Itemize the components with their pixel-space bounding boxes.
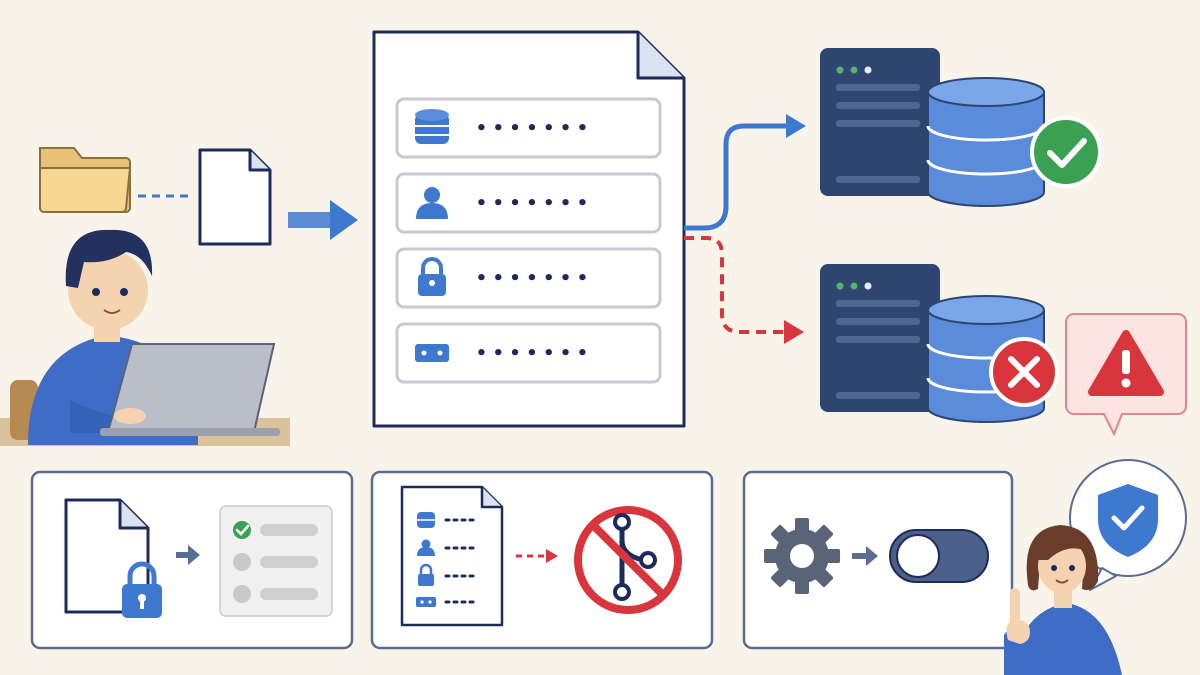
config-field-database: ••••••• — [395, 97, 662, 159]
server-success — [820, 48, 940, 196]
masked-value: ••••••• — [476, 118, 594, 139]
lock-icon — [418, 257, 446, 296]
masked-value: ••••••• — [476, 343, 594, 364]
tip-panel-restrict-permissions — [30, 470, 354, 650]
key-card-icon — [415, 344, 449, 362]
shield-speech-bubble — [1069, 459, 1187, 591]
masked-value: ••••••• — [476, 193, 594, 214]
warning-icon — [1088, 330, 1164, 396]
dashed-arrow-icon — [516, 549, 558, 563]
tip-panel-settings-toggle — [742, 470, 1014, 650]
warning-alert — [1065, 313, 1187, 437]
database-icon — [415, 109, 449, 144]
gear-icon — [764, 518, 840, 594]
arrow-icon — [852, 546, 878, 566]
woman-presenting-shield — [1004, 459, 1187, 675]
user-icon — [416, 187, 448, 219]
config-field-password: ••••••• — [395, 247, 662, 309]
config-field-user: ••••••• — [395, 172, 662, 234]
document-icon — [198, 148, 272, 246]
no-git-icon — [574, 506, 682, 614]
tip-panel-exclude-version-control — [370, 470, 714, 650]
server-failure — [820, 264, 940, 412]
toggle-icon — [889, 529, 989, 583]
config-document-icon — [400, 485, 504, 627]
success-path — [684, 114, 806, 231]
checklist-icon — [219, 505, 333, 617]
arrow-to-config — [288, 200, 358, 240]
x-icon — [989, 337, 1059, 407]
failure-path — [684, 236, 804, 344]
folder-icon — [39, 147, 132, 213]
checkmark-icon — [1030, 116, 1102, 188]
database-success — [926, 77, 1046, 207]
developer-at-laptop — [0, 229, 290, 446]
masked-value: ••••••• — [476, 268, 594, 289]
arrow-icon — [176, 545, 200, 565]
config-field-api-key: ••••••• — [395, 322, 662, 384]
padlock-icon — [122, 561, 162, 618]
